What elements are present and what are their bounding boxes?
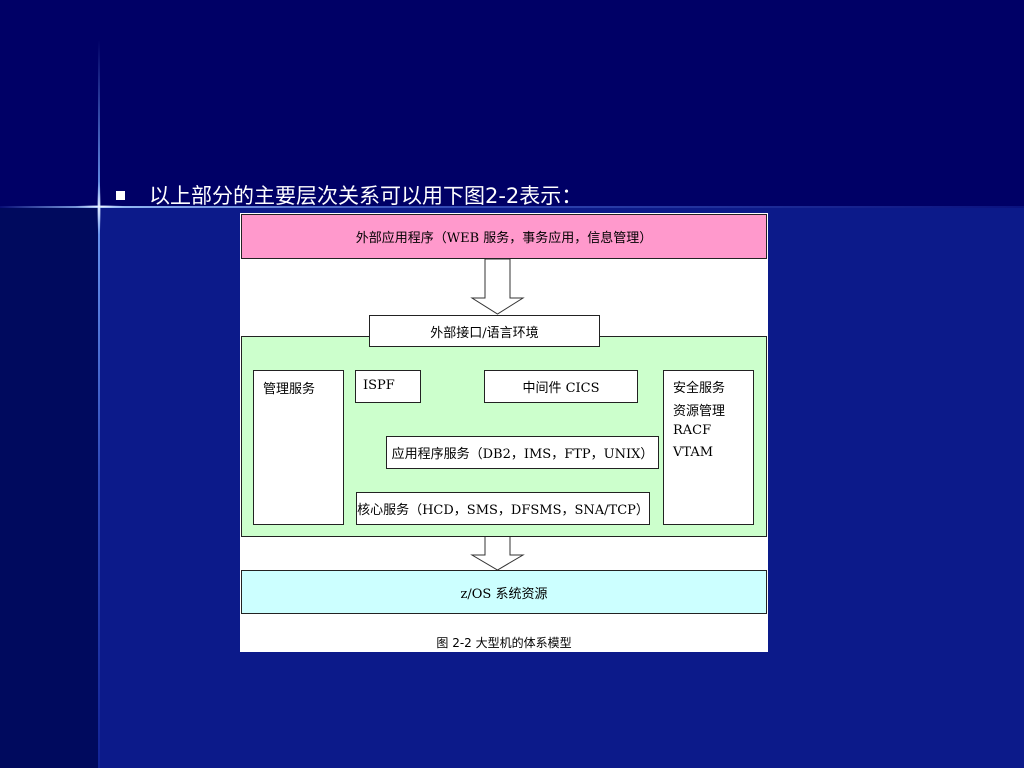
security-line-2: 资源管理 [673, 404, 726, 419]
hollow-arrow-down-top [470, 258, 525, 315]
security-line-1: 安全服务 [673, 381, 726, 396]
app-services-label: 应用程序服务（DB2，IMS，FTP，UNIX） [391, 447, 654, 462]
slide-heading-text: 以上部分的主要层次关系可以用下图2-2表示： [149, 184, 583, 208]
security-line-3: RACF [673, 423, 712, 438]
decorative-horizontal-line [0, 206, 1024, 208]
middleware-label: 中间件 CICS [522, 381, 600, 396]
middleware-box: 中间件 CICS [484, 370, 638, 403]
top-layer-label: 外部应用程序（WEB 服务，事务应用，信息管理） [355, 231, 653, 246]
system-resources-box: z/OS 系统资源 [241, 570, 767, 614]
ispf-label: ISPF [363, 378, 395, 393]
core-services-label: 核心服务（HCD，SMS，DFSMS，SNA/TCP） [357, 503, 649, 518]
interface-label: 外部接口/语言环境 [430, 325, 539, 341]
system-resources-label: z/OS 系统资源 [460, 586, 548, 602]
security-box: 安全服务 资源管理 RACF VTAM [663, 370, 754, 525]
top-layer-box: 外部应用程序（WEB 服务，事务应用，信息管理） [241, 214, 767, 259]
architecture-diagram: 外部应用程序（WEB 服务，事务应用，信息管理） 外部接口/语言环境 管理服务 … [240, 213, 768, 652]
app-services-box: 应用程序服务（DB2，IMS，FTP，UNIX） [386, 436, 659, 469]
decorative-spark-vertical [97, 182, 101, 234]
background-left-panel [0, 208, 98, 768]
security-line-4: VTAM [673, 445, 714, 460]
slide-heading: 以上部分的主要层次关系可以用下图2-2表示： [116, 180, 582, 210]
ispf-box: ISPF [355, 370, 421, 403]
core-services-box: 核心服务（HCD，SMS，DFSMS，SNA/TCP） [356, 492, 650, 525]
management-label: 管理服务 [263, 382, 316, 397]
figure-caption: 图 2-2 大型机的体系模型 [436, 636, 572, 650]
square-bullet-icon [116, 190, 125, 200]
decorative-vertical-line [98, 40, 100, 768]
management-box: 管理服务 [253, 370, 344, 525]
interface-box: 外部接口/语言环境 [369, 315, 600, 347]
